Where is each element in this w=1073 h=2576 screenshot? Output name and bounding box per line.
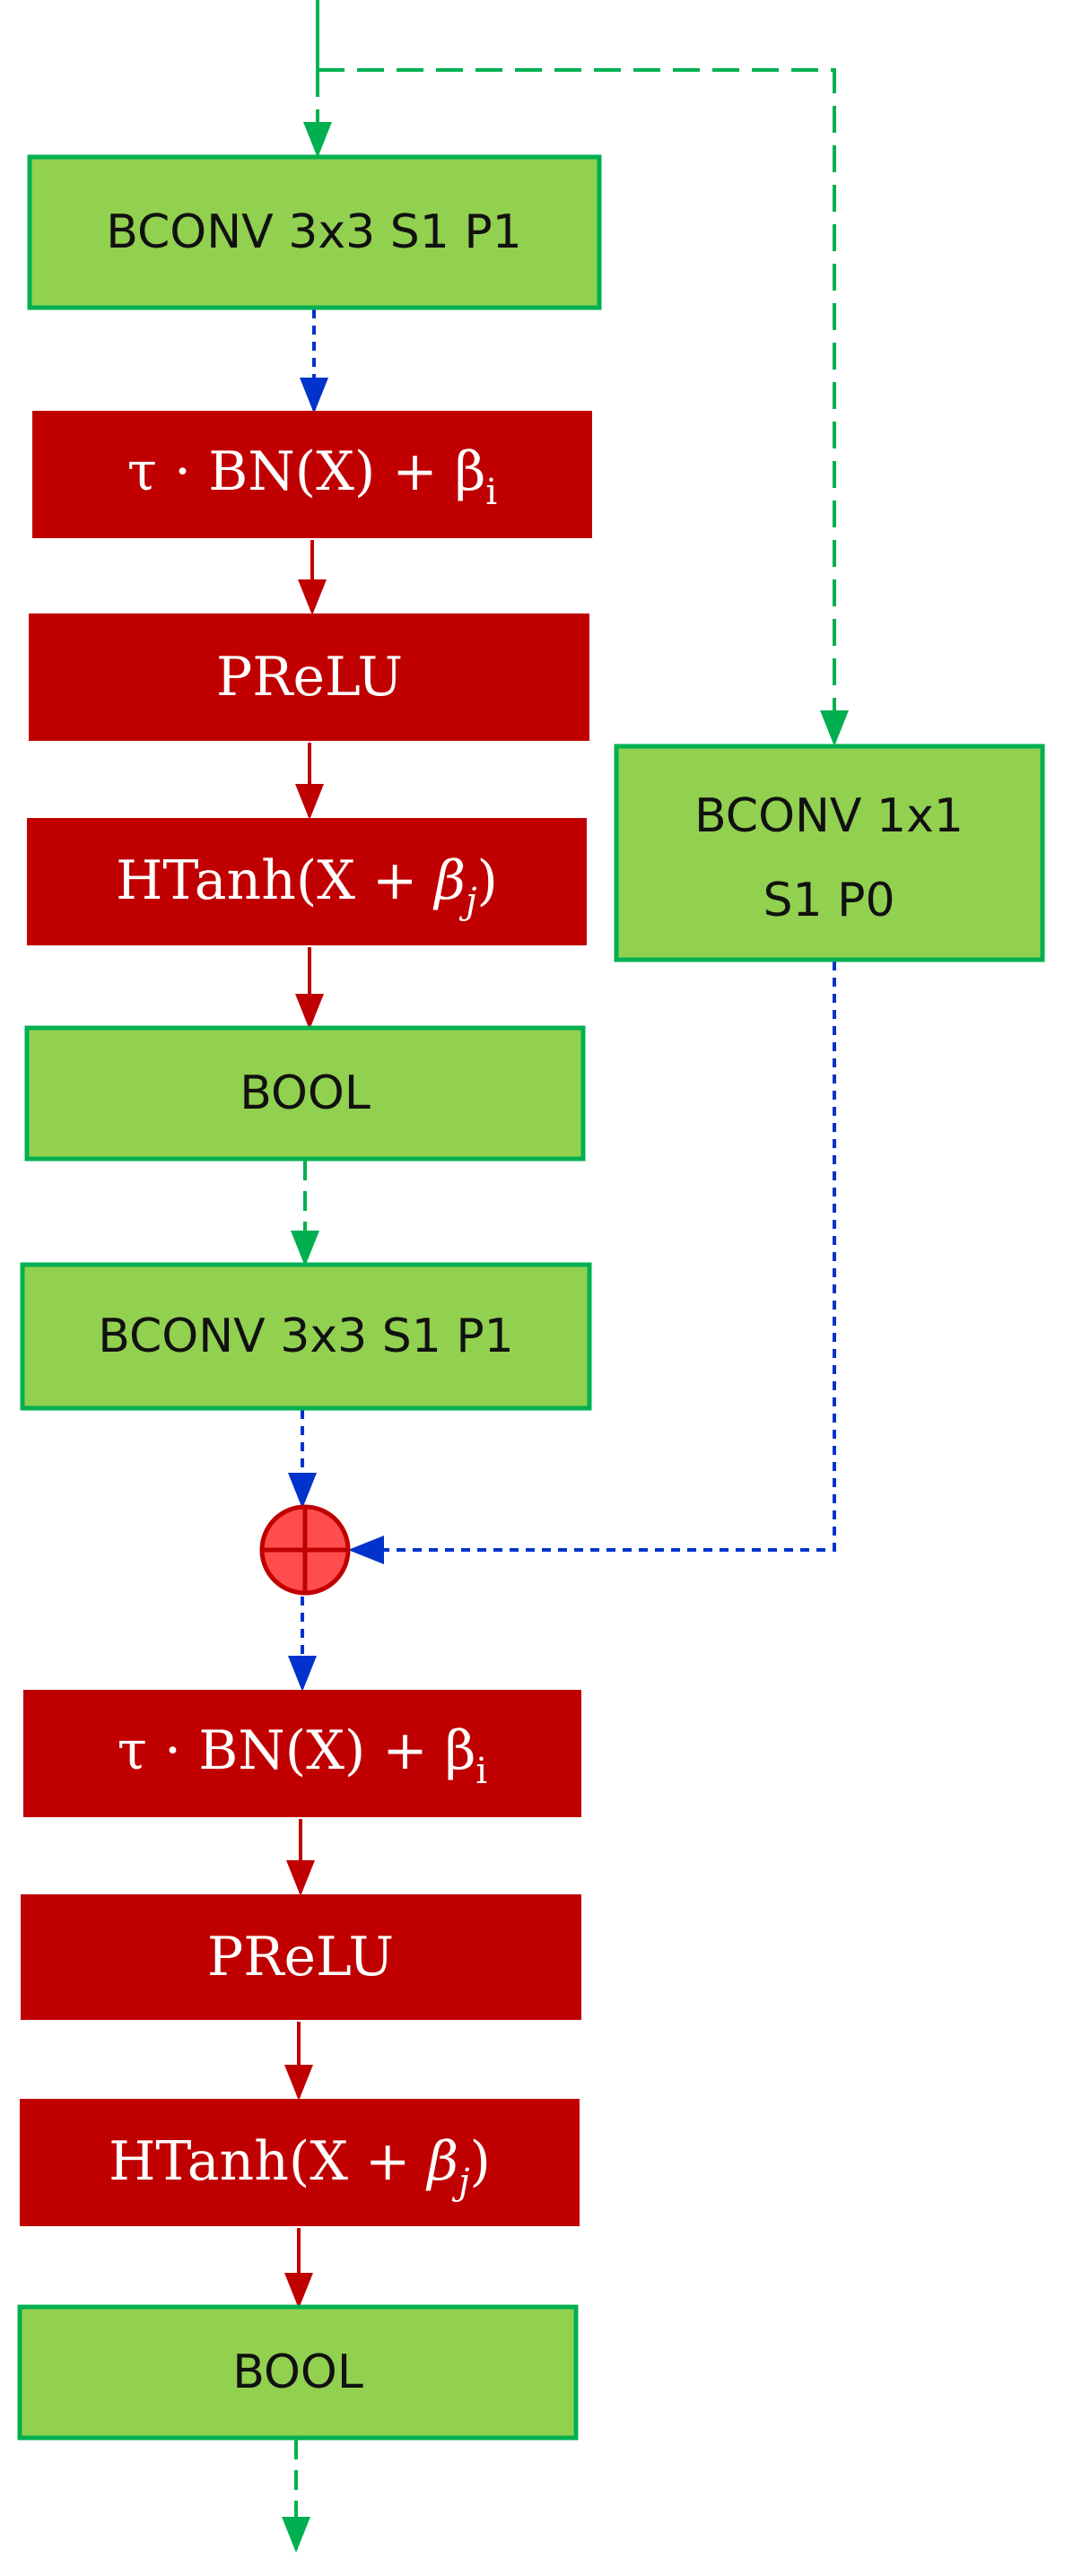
block-bool-second: BOOL bbox=[17, 2304, 579, 2441]
bn1-label: τ · BN(X) + βi bbox=[127, 440, 497, 513]
htanh2-beta: β bbox=[425, 2130, 458, 2193]
block-bconv-3x3-first: BCONV 3x3 S1 P1 bbox=[27, 154, 602, 310]
bn1-prefix: τ · BN(X) + β bbox=[127, 440, 486, 503]
htanh1-prefix: HTanh(X + bbox=[116, 849, 434, 912]
block-htanh-second: HTanh(X + βj) bbox=[20, 2099, 580, 2226]
block-prelu-second: PReLU bbox=[21, 1894, 581, 2020]
htanh1-label: HTanh(X + βj) bbox=[116, 849, 498, 922]
prelu2-label: PReLU bbox=[207, 1926, 394, 1989]
block-htanh-first: HTanh(X + βj) bbox=[27, 818, 587, 945]
block-batchnorm-first: τ · BN(X) + βi bbox=[32, 411, 592, 538]
htanh2-suffix: ) bbox=[469, 2130, 490, 2193]
bool2-label: BOOL bbox=[232, 2345, 363, 2399]
block-bconv-3x3-second: BCONV 3x3 S1 P1 bbox=[20, 1262, 592, 1411]
htanh1-beta: β bbox=[432, 849, 466, 912]
htanh2-label: HTanh(X + βj) bbox=[109, 2130, 491, 2203]
htanh2-prefix: HTanh(X + bbox=[109, 2130, 427, 2193]
bn2-prefix: τ · BN(X) + β bbox=[118, 1719, 476, 1782]
shortcut-label-line1: BCONV 1x1 bbox=[694, 789, 964, 843]
block-batchnorm-second: τ · BN(X) + βi bbox=[23, 1690, 581, 1817]
conv2-label: BCONV 3x3 S1 P1 bbox=[98, 1310, 514, 1363]
adder-icon bbox=[259, 1504, 351, 1596]
prelu1-label: PReLU bbox=[216, 646, 403, 709]
skip-branch-line bbox=[318, 68, 849, 746]
shortcut-label-line2: S1 P0 bbox=[763, 874, 894, 927]
bn1-subscript: i bbox=[485, 472, 497, 513]
bn2-label: τ · BN(X) + βi bbox=[118, 1719, 487, 1792]
arrow-shortcut-adder bbox=[348, 962, 836, 1564]
htanh1-suffix: ) bbox=[476, 849, 497, 912]
block-bool-first: BOOL bbox=[24, 1025, 586, 1162]
bool1-label: BOOL bbox=[240, 1066, 371, 1120]
bn2-subscript: i bbox=[475, 1751, 487, 1792]
block-bconv-1x1-shortcut: BCONV 1x1 S1 P0 bbox=[614, 744, 1045, 962]
block-prelu-first: PReLU bbox=[29, 614, 589, 741]
conv1-label: BCONV 3x3 S1 P1 bbox=[106, 205, 522, 259]
